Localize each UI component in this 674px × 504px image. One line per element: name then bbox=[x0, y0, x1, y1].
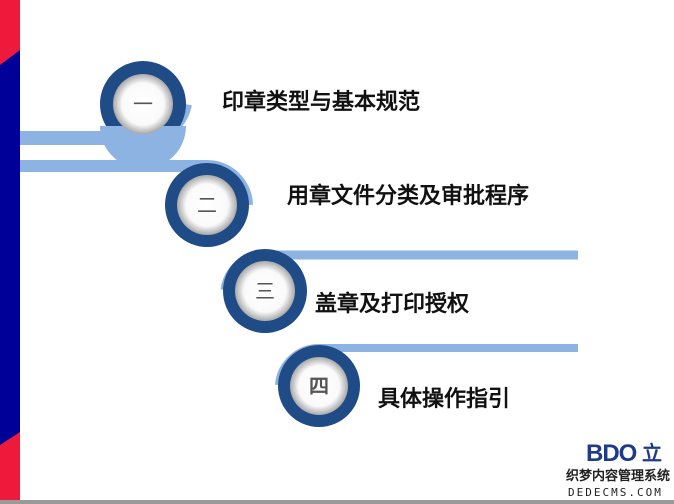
item-number-2: 二 bbox=[197, 193, 217, 217]
bottom-border bbox=[0, 500, 674, 504]
item-label-2[interactable]: 用章文件分类及审批程序 bbox=[287, 184, 530, 209]
circle-4 bbox=[278, 345, 360, 427]
item-label-1[interactable]: 印章类型与基本规范 bbox=[222, 90, 421, 115]
bdo-logo: BDO bbox=[586, 440, 637, 467]
item-number-1: 一 bbox=[133, 92, 153, 116]
red-corner-top bbox=[0, 0, 20, 65]
circle-3 bbox=[223, 249, 307, 333]
red-corner-bottom bbox=[0, 432, 20, 504]
bdo-logo-cn: 立 bbox=[642, 441, 662, 465]
item-number-4: 四 bbox=[309, 374, 329, 398]
left-strip bbox=[0, 0, 20, 504]
item-label-3[interactable]: 盖章及打印授权 bbox=[315, 292, 470, 317]
circle-1 bbox=[100, 61, 186, 169]
watermark-line-1: 织梦内容管理系统 bbox=[566, 469, 671, 484]
circle-2 bbox=[165, 163, 249, 247]
watermark-line-2: DEDECMS.COM bbox=[568, 486, 663, 499]
item-number-3: 三 bbox=[255, 279, 275, 303]
item-label-4[interactable]: 具体操作指引 bbox=[378, 387, 511, 412]
